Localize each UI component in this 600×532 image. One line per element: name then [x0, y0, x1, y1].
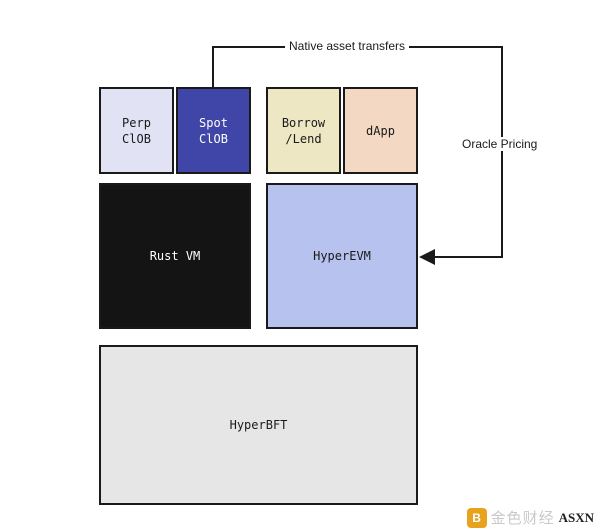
asxn-brand: ASXN	[558, 509, 594, 525]
spot-clob-label: Spot ClOB	[199, 115, 228, 146]
dapp-label: dApp	[366, 123, 395, 138]
rust-vm-label: Rust VM	[149, 249, 201, 263]
watermark-chinese-text: 金色财经	[490, 510, 555, 527]
native-asset-transfers-label: Native asset transfers	[285, 39, 410, 53]
jinse-logo-icon: B	[466, 507, 487, 528]
hyperbft-box: HyperBFT	[99, 345, 418, 505]
watermark: B 金色财经 ASXN	[466, 507, 594, 528]
spot-clob-box: Spot ClOB	[176, 87, 251, 174]
borrow-lend-box: Borrow /Lend	[266, 87, 341, 174]
perp-clob-label: Perp ClOB	[122, 115, 151, 146]
dapp-box: dApp	[343, 87, 418, 174]
hyperevm-box: HyperEVM	[266, 183, 418, 329]
hyperevm-label: HyperEVM	[313, 249, 371, 263]
hyperbft-label: HyperBFT	[229, 418, 288, 432]
perp-clob-box: Perp ClOB	[99, 87, 174, 174]
rust-vm-box: Rust VM	[99, 183, 251, 329]
borrow-lend-label: Borrow /Lend	[281, 115, 326, 146]
oracle-pricing-label: Oracle Pricing	[458, 137, 542, 151]
asset-transfer-line	[212, 46, 503, 265]
